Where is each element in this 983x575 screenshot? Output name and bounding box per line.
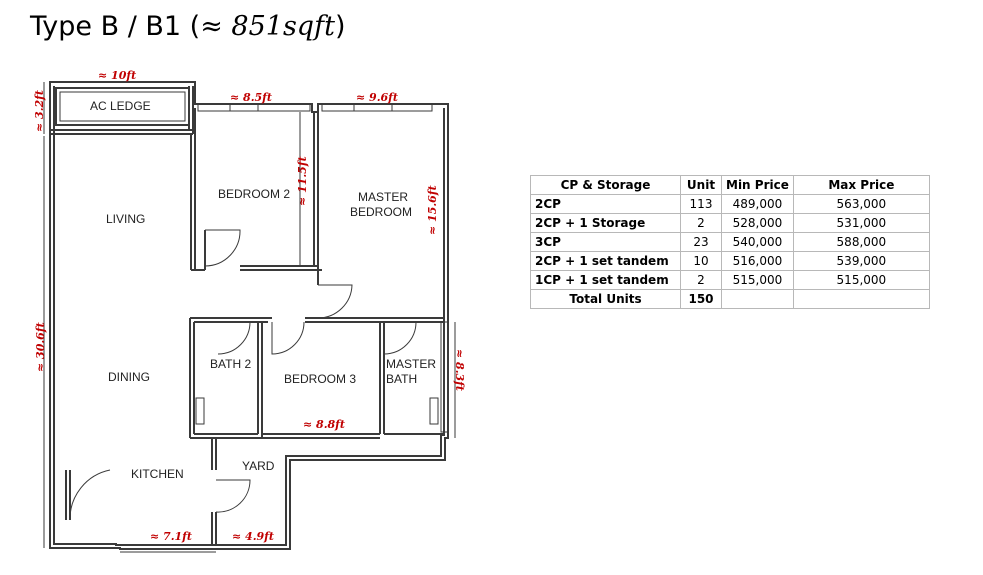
dim-yard-width: ≈ 4.9ft bbox=[232, 530, 274, 543]
plan-doors bbox=[69, 229, 417, 521]
header-max-price: Max Price bbox=[792, 175, 930, 195]
dim-ac-ledge-width: ≈ 10ft bbox=[98, 69, 136, 82]
cell-unit: 2 bbox=[680, 270, 722, 290]
room-labels: AC LEDGE BEDROOM 2 MASTER BEDROOM LIVING… bbox=[90, 99, 436, 481]
cell-min-price: 489,000 bbox=[721, 194, 794, 214]
cell-min-price: 528,000 bbox=[721, 213, 794, 233]
cell-min-price: 540,000 bbox=[721, 232, 794, 252]
cell-min-price: 515,000 bbox=[721, 270, 794, 290]
cell-unit: 113 bbox=[680, 194, 722, 214]
room-label-master-bath-2: BATH bbox=[386, 372, 417, 386]
room-label-kitchen: KITCHEN bbox=[131, 467, 184, 481]
total-row: Total Units 150 bbox=[530, 289, 930, 309]
title-prefix: Type B / B1 ( bbox=[30, 11, 201, 42]
cell-cp: 2CP + 1 set tandem bbox=[530, 251, 681, 271]
table-row: 3CP 23 540,000 588,000 bbox=[530, 232, 930, 252]
cell-unit: 2 bbox=[680, 213, 722, 233]
cell-cp: 2CP + 1 Storage bbox=[530, 213, 681, 233]
table-row: 1CP + 1 set tandem 2 515,000 515,000 bbox=[530, 270, 930, 290]
room-label-master-bedroom-1: MASTER bbox=[358, 190, 408, 204]
dim-master-width: ≈ 9.6ft bbox=[356, 91, 398, 104]
title-suffix: ) bbox=[334, 11, 346, 42]
total-min-price bbox=[721, 289, 794, 309]
cell-cp: 3CP bbox=[530, 232, 681, 252]
cell-max-price: 539,000 bbox=[792, 251, 930, 271]
dim-bedroom3-width: ≈ 8.8ft bbox=[303, 418, 345, 431]
header-min-price: Min Price bbox=[721, 175, 794, 195]
cell-max-price: 531,000 bbox=[792, 213, 930, 233]
table-row: 2CP + 1 Storage 2 528,000 531,000 bbox=[530, 213, 930, 233]
room-label-living: LIVING bbox=[106, 212, 145, 226]
room-label-yard: YARD bbox=[242, 459, 275, 473]
title-area: ≈ 851sqft bbox=[200, 11, 335, 42]
total-unit: 150 bbox=[680, 289, 722, 309]
total-max-price bbox=[792, 289, 930, 309]
room-label-master-bedroom-2: BEDROOM bbox=[350, 205, 412, 219]
dim-master-depth: ≈ 15.6ft bbox=[426, 185, 439, 235]
cell-max-price: 588,000 bbox=[792, 232, 930, 252]
cell-cp: 2CP bbox=[530, 194, 681, 214]
dim-ac-ledge-depth: ≈ 3.2ft bbox=[33, 90, 46, 132]
dim-bath-depth: ≈ 8.3ft bbox=[453, 349, 466, 391]
cell-min-price: 516,000 bbox=[721, 251, 794, 271]
room-label-bath-2: BATH 2 bbox=[210, 357, 251, 371]
table-row: 2CP 113 489,000 563,000 bbox=[530, 194, 930, 214]
plan-windows bbox=[195, 103, 449, 433]
room-label-master-bath-1: MASTER bbox=[386, 357, 436, 371]
page-title: Type B / B1 (≈ 851sqft) bbox=[30, 8, 345, 46]
dimension-marks bbox=[43, 82, 456, 553]
header-cp-storage: CP & Storage bbox=[530, 175, 681, 195]
room-label-bedroom-2: BEDROOM 2 bbox=[218, 187, 290, 201]
cell-cp: 1CP + 1 set tandem bbox=[530, 270, 681, 290]
total-label: Total Units bbox=[530, 289, 681, 309]
dim-overall-depth: ≈ 30.6ft bbox=[34, 322, 47, 372]
price-table: CP & Storage Unit Min Price Max Price 2C… bbox=[530, 175, 930, 309]
price-table-header-row: CP & Storage Unit Min Price Max Price bbox=[530, 175, 930, 195]
table-row: 2CP + 1 set tandem 10 516,000 539,000 bbox=[530, 251, 930, 271]
plan-walls bbox=[49, 81, 449, 550]
dim-bedroom2-depth: ≈ 11.5ft bbox=[296, 156, 309, 206]
header-unit: Unit bbox=[680, 175, 722, 195]
room-label-bedroom-3: BEDROOM 3 bbox=[284, 372, 356, 386]
cell-unit: 23 bbox=[680, 232, 722, 252]
cell-max-price: 515,000 bbox=[792, 270, 930, 290]
dimension-labels: ≈ 10ft ≈ 3.2ft ≈ 8.5ft ≈ 9.6ft ≈ 11.5ft … bbox=[33, 69, 466, 543]
dim-kitchen-width: ≈ 7.1ft bbox=[150, 530, 192, 543]
room-label-ac-ledge: AC LEDGE bbox=[90, 99, 151, 113]
dim-bedroom2-width: ≈ 8.5ft bbox=[230, 91, 272, 104]
room-label-dining: DINING bbox=[108, 370, 150, 384]
cell-unit: 10 bbox=[680, 251, 722, 271]
cell-max-price: 563,000 bbox=[792, 194, 930, 214]
